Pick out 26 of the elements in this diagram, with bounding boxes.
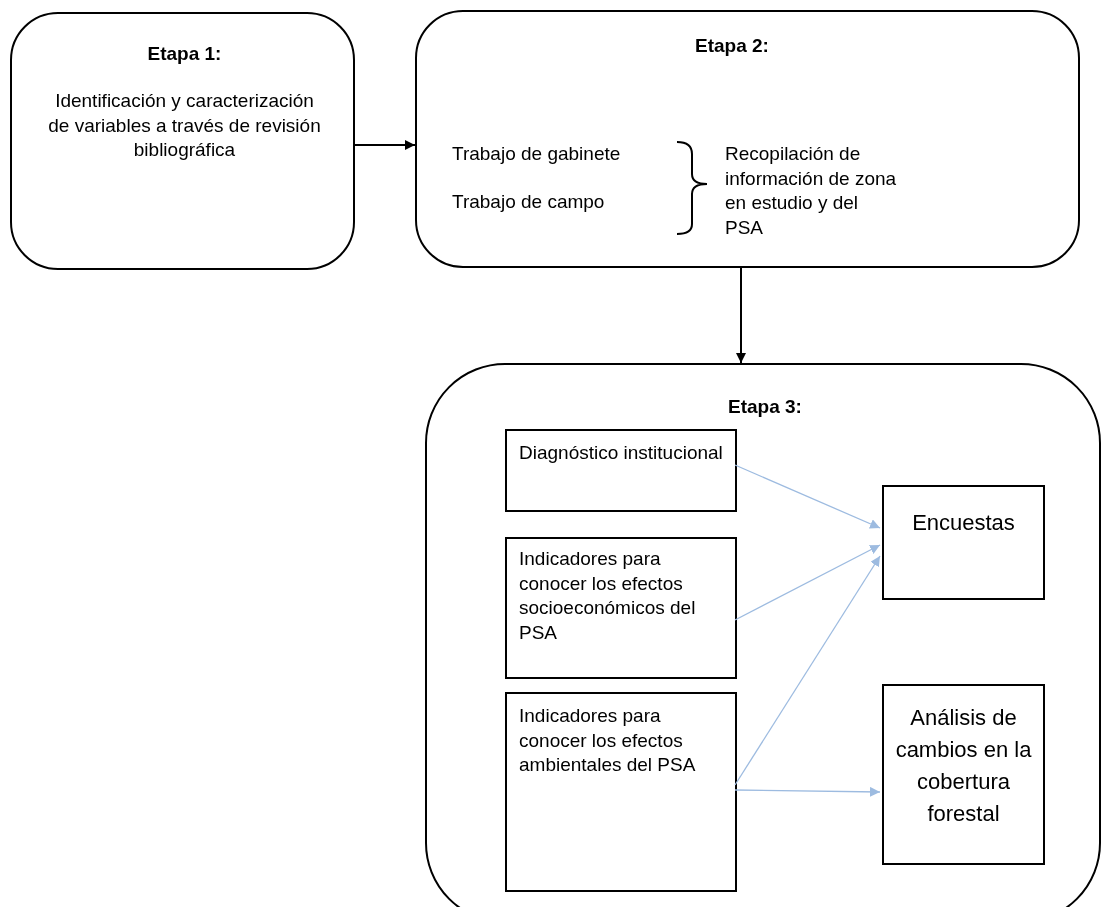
process-box xyxy=(882,684,1045,865)
stage-heading: Etapa 3: xyxy=(727,395,803,419)
stage-box xyxy=(425,363,1101,907)
node-text: Identificación y caracterización de variables a través de revisión bibliográfica xyxy=(47,89,322,163)
process-box xyxy=(505,537,737,679)
stage-heading: Etapa 2: xyxy=(694,34,770,58)
node-text: Análisis de cambios en la cobertura forestal xyxy=(894,704,1033,828)
node-text: Indicadores para conocer los efectos socioeconómicos del PSA xyxy=(519,547,697,646)
node-text: Trabajo de campo xyxy=(452,190,606,214)
node-text: Encuestas xyxy=(911,509,1016,537)
stage-heading: Etapa 1: xyxy=(146,42,223,66)
stage-box xyxy=(10,12,355,270)
arrow xyxy=(734,555,881,786)
node-text: Recopilación de información de zona en estudio y del PSA xyxy=(725,142,898,241)
process-box xyxy=(505,692,737,892)
arrow xyxy=(734,464,881,529)
process-box xyxy=(882,485,1045,600)
process-box xyxy=(505,429,737,512)
arrow xyxy=(734,786,881,797)
arrow xyxy=(734,544,881,621)
node-text: Trabajo de gabinete xyxy=(452,142,622,166)
node-text: Diagnóstico institucional xyxy=(519,441,724,465)
node-text: Indicadores para conocer los efectos ambientales del PSA xyxy=(519,704,697,778)
arrow xyxy=(736,267,746,364)
stage-box xyxy=(415,10,1080,268)
arrow xyxy=(354,140,416,150)
